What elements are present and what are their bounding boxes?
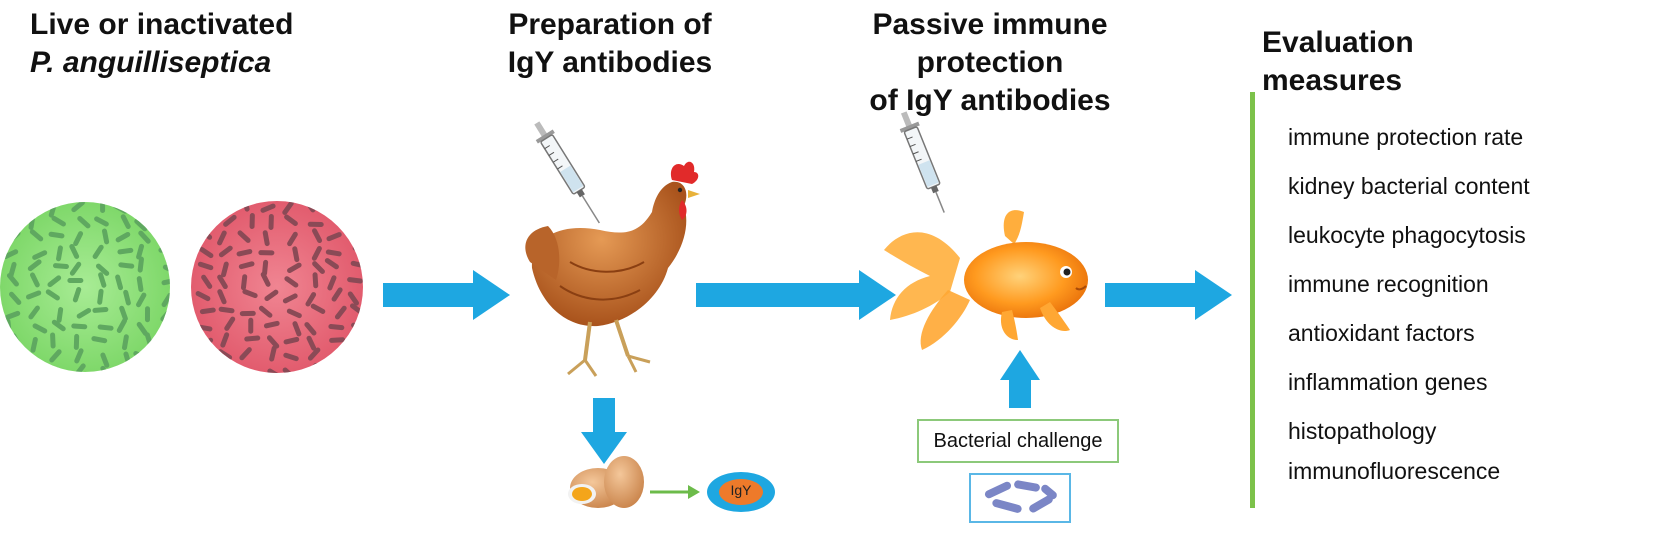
stage-title-igy-prep: Preparation of IgY antibodies xyxy=(490,6,730,82)
stage-title-bacteria-line2: P. anguilliseptica xyxy=(30,46,272,79)
measure-item: immunofluorescence xyxy=(1288,458,1501,484)
syringe-icon xyxy=(534,121,600,224)
arrow-right-icon xyxy=(1105,270,1232,320)
measure-item: antioxidant factors xyxy=(1288,320,1475,346)
measure-item: inflammation genes xyxy=(1288,369,1488,395)
stage-title-bacteria-line1: Live or inactivated xyxy=(30,8,294,41)
arrow-right-icon xyxy=(696,270,896,320)
measure-item: immune recognition xyxy=(1288,271,1489,297)
bacterial-challenge-label: Bacterial challenge xyxy=(933,430,1103,452)
syringe-icon xyxy=(899,111,945,213)
stage-title-bacteria: Live or inactivated P. anguilliseptica xyxy=(30,6,320,82)
stage-title-passive-protection: Passive immune protection of IgY antibod… xyxy=(800,6,1180,120)
live-bacteria-circle xyxy=(0,202,170,372)
stage-title-igy-prep-line1: Preparation of xyxy=(508,8,712,41)
bacteria-sample-box xyxy=(969,473,1071,523)
arrow-right-icon xyxy=(383,270,510,320)
egg-icon xyxy=(568,456,644,508)
stage-title-passive-protection-line2: of IgY antibodies xyxy=(869,84,1111,117)
igy-antibody-icon xyxy=(707,472,775,512)
stage-title-passive-protection-line1: Passive immune protection xyxy=(872,8,1108,79)
measure-item: immune protection rate xyxy=(1288,124,1524,150)
stage-title-evaluation-line1: Evaluation measures xyxy=(1262,26,1414,97)
challenge-box xyxy=(917,419,1119,463)
hen-icon xyxy=(525,161,700,377)
stage-title-igy-prep-line2: IgY antibodies xyxy=(507,46,713,79)
inactivated-bacteria-circle xyxy=(191,201,363,373)
goldfish-icon xyxy=(884,210,1088,350)
evaluation-divider xyxy=(1250,92,1255,508)
igy-label: IgY xyxy=(730,482,752,498)
stage-title-evaluation: Evaluation measures xyxy=(1262,24,1562,100)
arrow-down-icon xyxy=(581,398,627,464)
measure-item: kidney bacterial content xyxy=(1288,173,1530,199)
arrow-right-icon xyxy=(650,485,700,499)
arrow-up-icon xyxy=(1000,350,1040,408)
measure-item: histopathology xyxy=(1288,418,1437,444)
measure-item: leukocyte phagocytosis xyxy=(1288,222,1526,248)
bacteria-rods-icon xyxy=(984,480,1057,513)
